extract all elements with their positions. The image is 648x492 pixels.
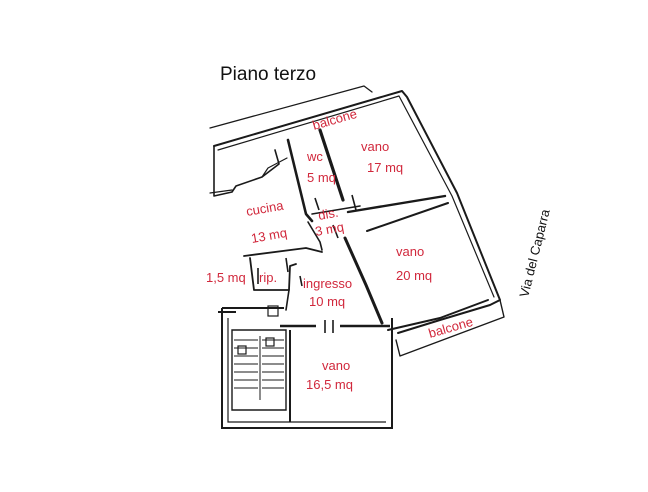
wall-dis-top: [311, 205, 361, 215]
ingresso-label: ingresso: [303, 276, 352, 291]
wall-cucina-wc: [286, 138, 314, 223]
door-mark: [332, 224, 339, 239]
dis-area: 3 mq: [314, 219, 345, 239]
balcone-top-outline: [209, 85, 373, 129]
door-mark: [299, 275, 303, 287]
ingresso-left-wall: [285, 289, 290, 311]
wall-wc-vano17: [318, 128, 345, 202]
vano20-label: vano: [396, 244, 424, 259]
cucina-label: cucina: [245, 198, 285, 219]
cucina-step: [261, 157, 288, 178]
stair-landing-mark: [265, 337, 275, 347]
door-mark: [351, 194, 357, 211]
wall-vano20-top: [366, 202, 449, 232]
plan-title: Piano terzo: [220, 64, 316, 85]
street-label: Via del Caparra: [516, 207, 553, 299]
lower-block: [218, 305, 393, 429]
wc-label: wc: [306, 149, 323, 164]
outer-wall-upper-inner: [217, 95, 495, 298]
lower-outer-wall: [221, 307, 393, 429]
wc-area: 5 mq: [307, 170, 336, 185]
door-marks: [257, 194, 357, 333]
stair-core: [231, 329, 287, 411]
vano20-area: 20 mq: [396, 268, 432, 283]
vano16-area: 16,5 mq: [306, 377, 353, 392]
outer-wall-upper: [213, 90, 501, 334]
lower-outer-wall-inner: [227, 318, 386, 423]
wall-dis-right: [343, 236, 384, 325]
stair-landing-mark: [237, 345, 247, 355]
vano17-area: 17 mq: [367, 160, 403, 175]
vano20-bottom-wall: [387, 299, 489, 331]
balcone-right-outline: [395, 299, 505, 357]
wall-dis-left: [307, 221, 323, 251]
vano17-label: vano: [361, 139, 389, 154]
rip-label: rip.: [259, 270, 277, 285]
cucina-bottom-wall: [243, 247, 323, 257]
rip-area: 1,5 mq: [206, 270, 246, 285]
cucina-left-wall: [213, 145, 280, 197]
cucina-area: 13 mq: [250, 225, 288, 246]
vano16-label: vano: [322, 358, 350, 373]
wall-vano17-bottom: [346, 194, 447, 214]
dis-label: dis.: [317, 205, 340, 223]
door-mark: [314, 197, 320, 211]
door-mark: [285, 257, 289, 273]
cucina-left-wall-2: [209, 189, 233, 194]
upper-block: [209, 85, 505, 357]
stair-landing-mark: [267, 305, 279, 317]
ingresso-area: 10 mq: [309, 294, 345, 309]
stair-treads: [234, 336, 284, 400]
